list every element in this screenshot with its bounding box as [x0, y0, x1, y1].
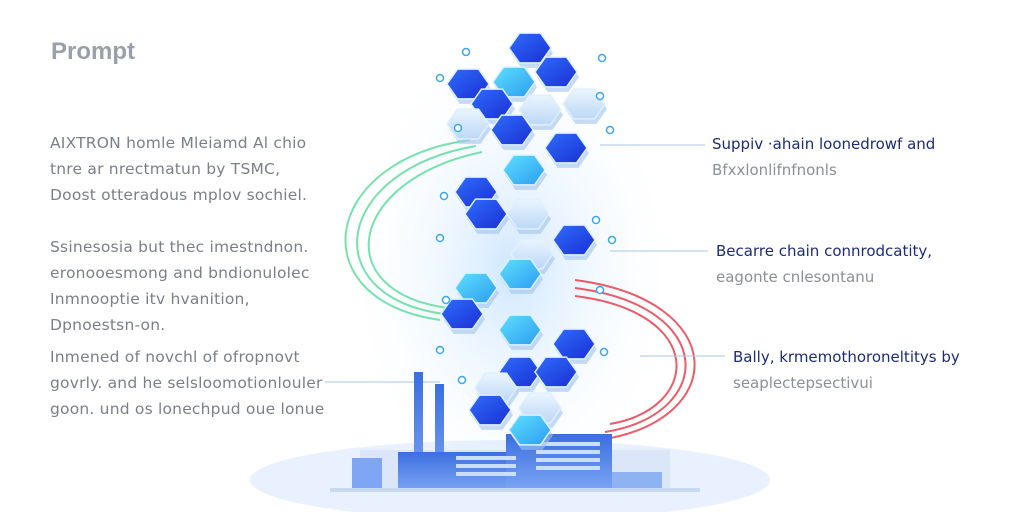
paragraph-line: eronooesmong and bndionulolec	[50, 264, 310, 282]
paragraph-line: Ssinesosia but thec imestndnon.	[50, 238, 309, 256]
right-label-2: Becarre chain connrodcatity, eagonte cnl…	[716, 238, 932, 290]
connector-node	[591, 215, 601, 225]
paragraph-line: govrly. and he selsloomotionlouler	[50, 374, 323, 392]
hexagon-cell	[454, 272, 498, 304]
right-label-1: Suppiv ·ahain loonedrowf and Bfxxlonlifn…	[712, 131, 935, 183]
hexagon-cell	[534, 56, 578, 88]
connector-node	[439, 191, 449, 201]
connector-node	[607, 235, 617, 245]
hexagon-cell	[534, 356, 578, 388]
label-subtext: Bfxxlonlifnfnonls	[712, 161, 837, 179]
label-subtext: eagonte cnlesontanu	[716, 268, 875, 286]
connector-node	[599, 347, 609, 357]
green-connector-lines	[344, 139, 483, 321]
connector-node	[435, 345, 445, 355]
hexagon-tower	[435, 32, 617, 450]
left-paragraph-2: Ssinesosia but thec imestndnon. eronooes…	[50, 234, 340, 338]
factory-skyline	[330, 372, 700, 492]
connector-node	[435, 233, 445, 243]
page-title: Prompt	[51, 38, 135, 65]
paragraph-line: AIXTRON homle Mleiamd Al chio	[50, 134, 307, 152]
connector-node	[461, 47, 471, 57]
hexagon-cell	[440, 298, 484, 330]
connector-node	[605, 125, 615, 135]
connector-node	[453, 123, 463, 133]
paragraph-line: Dpnoestsn-on.	[50, 316, 166, 334]
left-paragraph-1: AIXTRON homle Mleiamd Al chio tnre ar nr…	[50, 130, 340, 208]
hexagon-cell	[562, 88, 606, 120]
hexagon-cell	[464, 198, 508, 230]
hexagon-cell	[552, 224, 596, 256]
connector-node	[595, 91, 605, 101]
hexagon-cell	[498, 314, 542, 346]
paragraph-line: Doost otteradous mplov sochiel.	[50, 186, 308, 204]
label-heading: Suppiv ·ahain loonedrowf and	[712, 135, 936, 153]
hexagon-cell	[508, 414, 552, 446]
hexagon-cell	[506, 198, 550, 230]
connector-node	[595, 285, 605, 295]
hexagon-cell	[498, 258, 542, 290]
connector-node	[435, 73, 445, 83]
paragraph-line: Inmnooptie itv hvanition,	[50, 290, 250, 308]
label-subtext: seaplectepsectivui	[733, 374, 873, 392]
hexagon-cell	[468, 394, 512, 426]
paragraph-line: Inmened of novchl of ofropnovt	[50, 348, 300, 366]
right-label-3: Bally, krmemothoroneltitys by seaplectep…	[733, 344, 960, 396]
connector-node	[441, 295, 451, 305]
paragraph-line: tnre ar nrectmatun by TSMC,	[50, 160, 281, 178]
hexagon-cell	[552, 328, 596, 360]
connector-node	[457, 375, 467, 385]
hexagon-cell	[518, 94, 562, 126]
label-heading: Bally, krmemothoroneltitys by	[733, 348, 960, 366]
hexagon-cell	[490, 114, 534, 146]
hexagon-cell	[502, 154, 546, 186]
label-heading: Becarre chain connrodcatity,	[716, 242, 933, 260]
chimney-1	[414, 372, 423, 492]
connector-node	[597, 53, 607, 63]
paragraph-line: goon. und os lonechpud oue lonue	[50, 400, 325, 418]
red-connector-lines	[574, 279, 696, 441]
left-paragraph-3: Inmened of novchl of ofropnovt govrly. a…	[50, 344, 340, 422]
hexagon-cell	[544, 132, 588, 164]
chimney-2	[435, 384, 444, 492]
